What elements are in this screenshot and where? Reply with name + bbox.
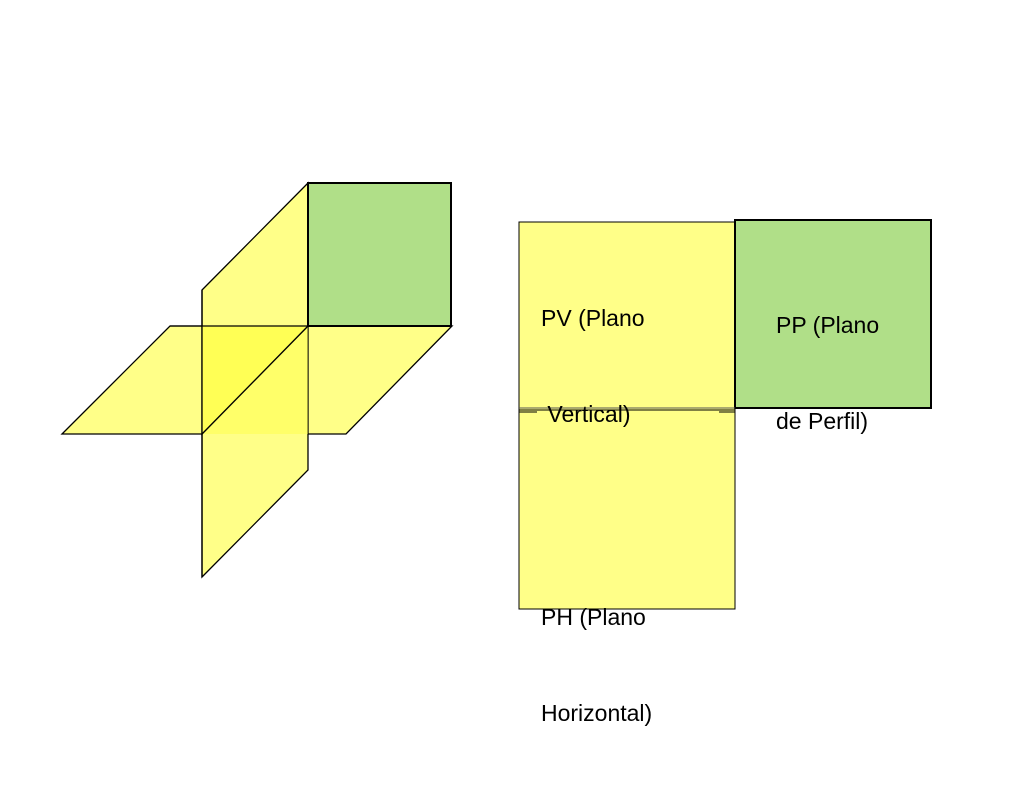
pv-label-line1: PV (Plano — [541, 305, 645, 331]
pv-label-line2: Vertical) — [541, 401, 631, 427]
projection-planes-diagram — [60, 181, 932, 610]
ph-label: PH (Plano Horizontal) — [541, 537, 652, 793]
diagram-canvas: PV (Plano Vertical) PP (Plano de Perfil)… — [60, 181, 932, 726]
ph-plane — [518, 409, 736, 610]
isometric-planes — [60, 181, 454, 579]
iso-profile-plane — [307, 182, 452, 327]
unfolded-planes — [518, 219, 932, 610]
ph-label-line2: Horizontal) — [541, 700, 653, 726]
iso-edge-diagonal — [201, 325, 309, 435]
ph-label-line1: PH (Plano — [541, 604, 646, 630]
pp-label: PP (Plano de Perfil) — [776, 245, 879, 501]
pp-label-line2: de Perfil) — [776, 408, 869, 434]
pv-label: PV (Plano Vertical) — [541, 238, 645, 494]
pp-label-line1: PP (Plano — [776, 312, 880, 338]
pp-plane — [734, 219, 932, 409]
